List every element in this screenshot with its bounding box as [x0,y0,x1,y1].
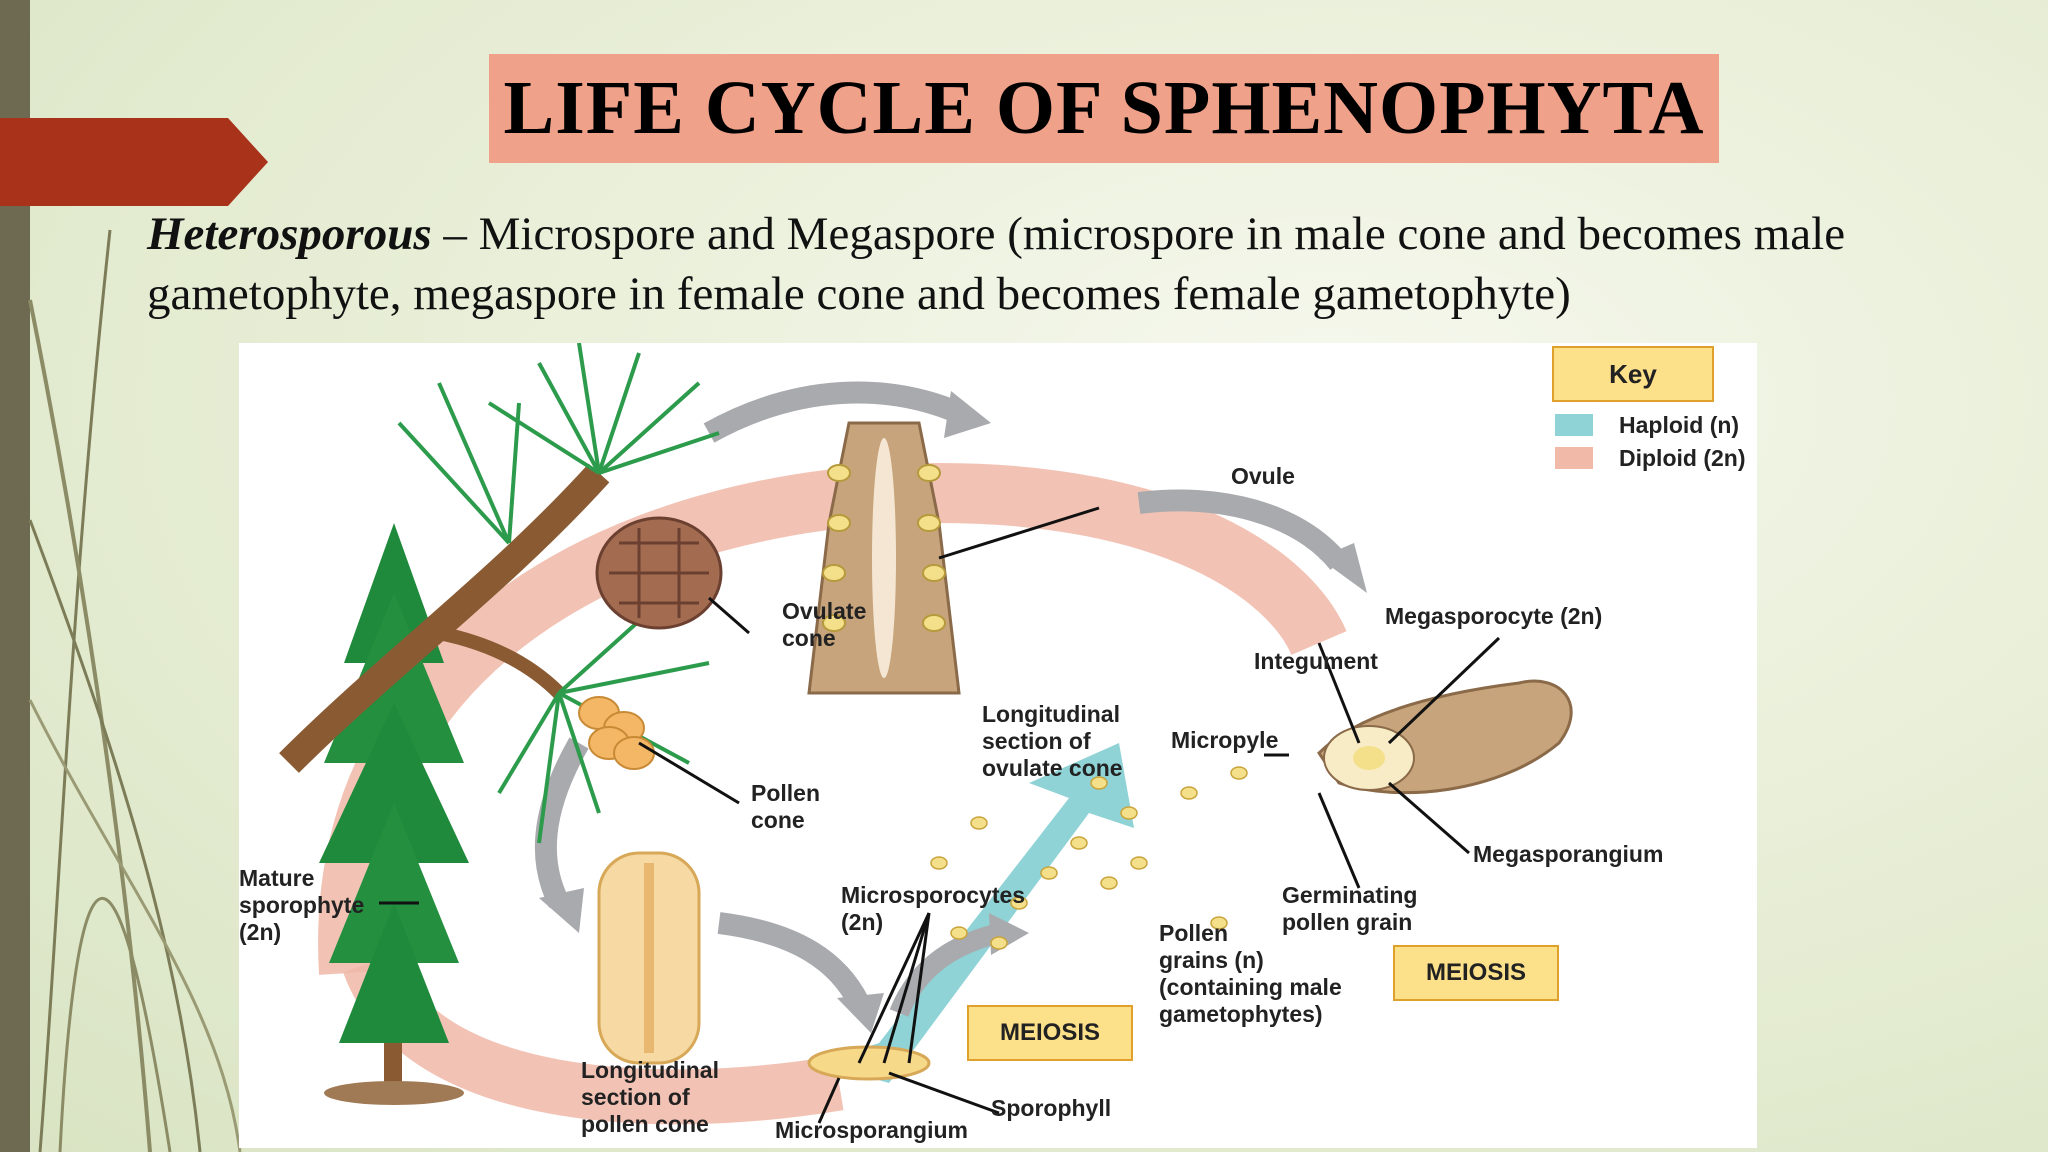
diagram-artwork [279,343,1573,1125]
label-pollen-grains: Pollen grains (n) (containing male gamet… [1159,920,1342,1027]
slide-title: LIFE CYCLE OF SPHENOPHYTA [503,66,1705,150]
subtitle-paragraph: Heterosporous – Microspore and Megaspore… [147,204,2027,324]
label-megasporangium: Megasporangium [1473,841,1664,867]
leader-lines [379,506,1501,1124]
ovulate-cone-section [807,421,961,695]
key-diploid-label: Diploid (2n) [1619,445,1746,471]
haploid-swatch [1555,414,1593,436]
label-long-section-pollen: Longitudinal section of pollen cone [581,1057,719,1137]
meiosis-box-bottom: MEIOSIS [967,1005,1133,1061]
label-sporophyll: Sporophyll [991,1095,1112,1121]
gray-arrow-right [1137,489,1348,571]
key-haploid-label: Haploid (n) [1619,412,1740,438]
label-ovulate-cone: Ovulate cone [782,598,867,651]
label-microsporocytes: Microsporocytes (2n) [841,882,1026,935]
gray-arrow-bottom [717,912,869,1009]
red-arrow-flag [0,118,268,206]
sporophyll-shape [807,1045,931,1081]
pollen-cone-section [597,851,701,1065]
ovulate-cone-illustration [595,516,723,630]
grass-decoration [28,229,242,1152]
haploid-arrow [819,743,1134,1083]
label-ovule: Ovule [1231,463,1295,489]
subtitle-term: Heterosporous [147,208,432,260]
gray-arrow-microsporangium [889,923,1002,1017]
label-integument: Integument [1254,648,1378,674]
pollen-grains [930,766,1248,950]
label-long-section-ovulate: Longitudinal section of ovulate cone [982,701,1123,781]
label-germinating-pollen: Germinating pollen grain [1282,882,1418,935]
pine-branch [279,343,720,844]
label-mature-sporophyte: Mature sporophyte (2n) [239,865,365,945]
gray-arrow-left [534,737,589,908]
pollen-cone-cluster [578,696,655,770]
label-microsporangium: Microsporangium [775,1117,968,1143]
label-megasporocyte: Megasporocyte (2n) [1385,603,1603,629]
diploid-swatch [1555,447,1593,469]
key-title: Key [1552,346,1714,402]
gray-arrow-top [703,381,964,443]
label-pollen-cone: Pollen cone [751,780,821,833]
subtitle-text: – Microspore and Megaspore (microspore i… [147,208,1846,320]
title-banner: LIFE CYCLE OF SPHENOPHYTA [489,54,1719,163]
life-cycle-diagram: Key Haploid (n) Diploid (2n) Ovulate con… [239,343,1757,1148]
meiosis-box-right: MEIOSIS [1393,945,1559,1001]
label-micropyle: Micropyle [1171,727,1279,753]
